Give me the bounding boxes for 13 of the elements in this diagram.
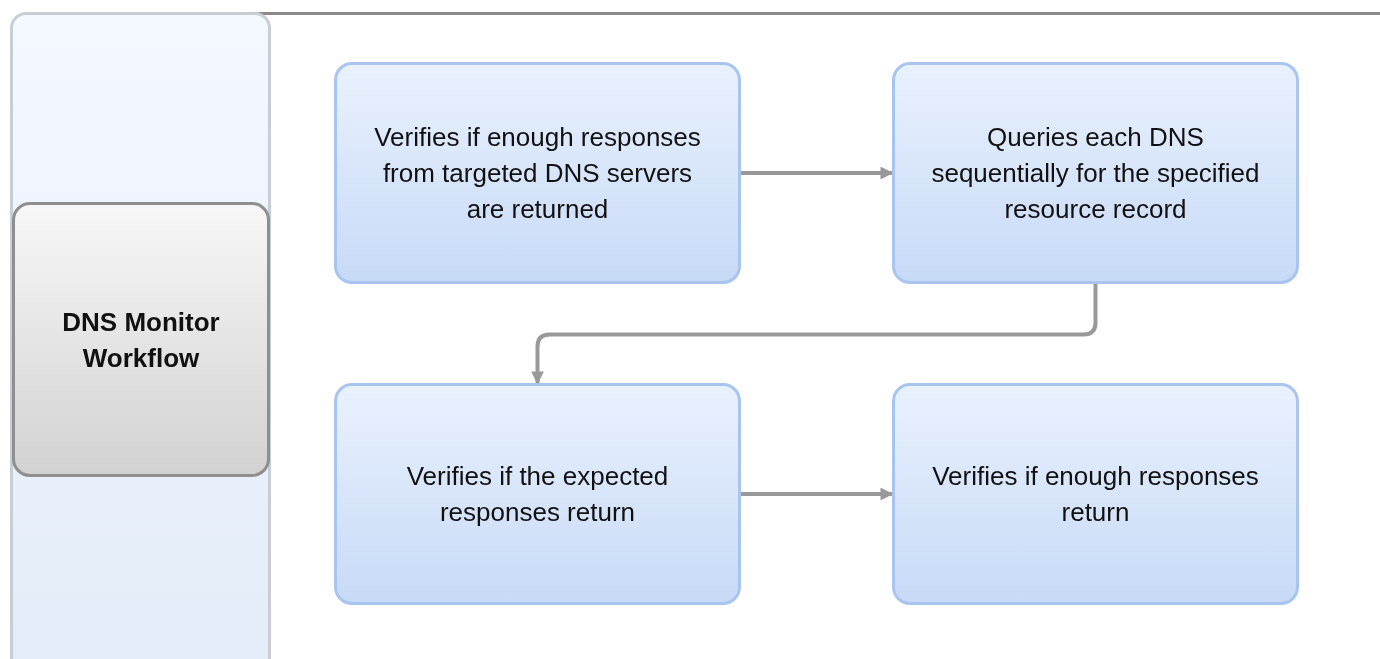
process-box bbox=[334, 383, 741, 605]
node-text: Verifies if enough responses from targeted DNS servers are returned bbox=[373, 121, 702, 226]
lane-title-box bbox=[12, 202, 270, 477]
node-text: Verifies if the expected responses return bbox=[405, 460, 670, 529]
arrow bbox=[741, 487, 894, 501]
process-box bbox=[892, 62, 1299, 284]
process-box bbox=[892, 383, 1299, 605]
arrow bbox=[741, 166, 894, 180]
process-box bbox=[334, 62, 741, 284]
node-text: Verifies if enough responses return bbox=[931, 460, 1260, 529]
node-text: Queries each DNS sequentially for the specified resource record bbox=[930, 121, 1261, 226]
node-text: DNS Monitor Workflow bbox=[61, 305, 221, 375]
arrow bbox=[531, 284, 1098, 385]
